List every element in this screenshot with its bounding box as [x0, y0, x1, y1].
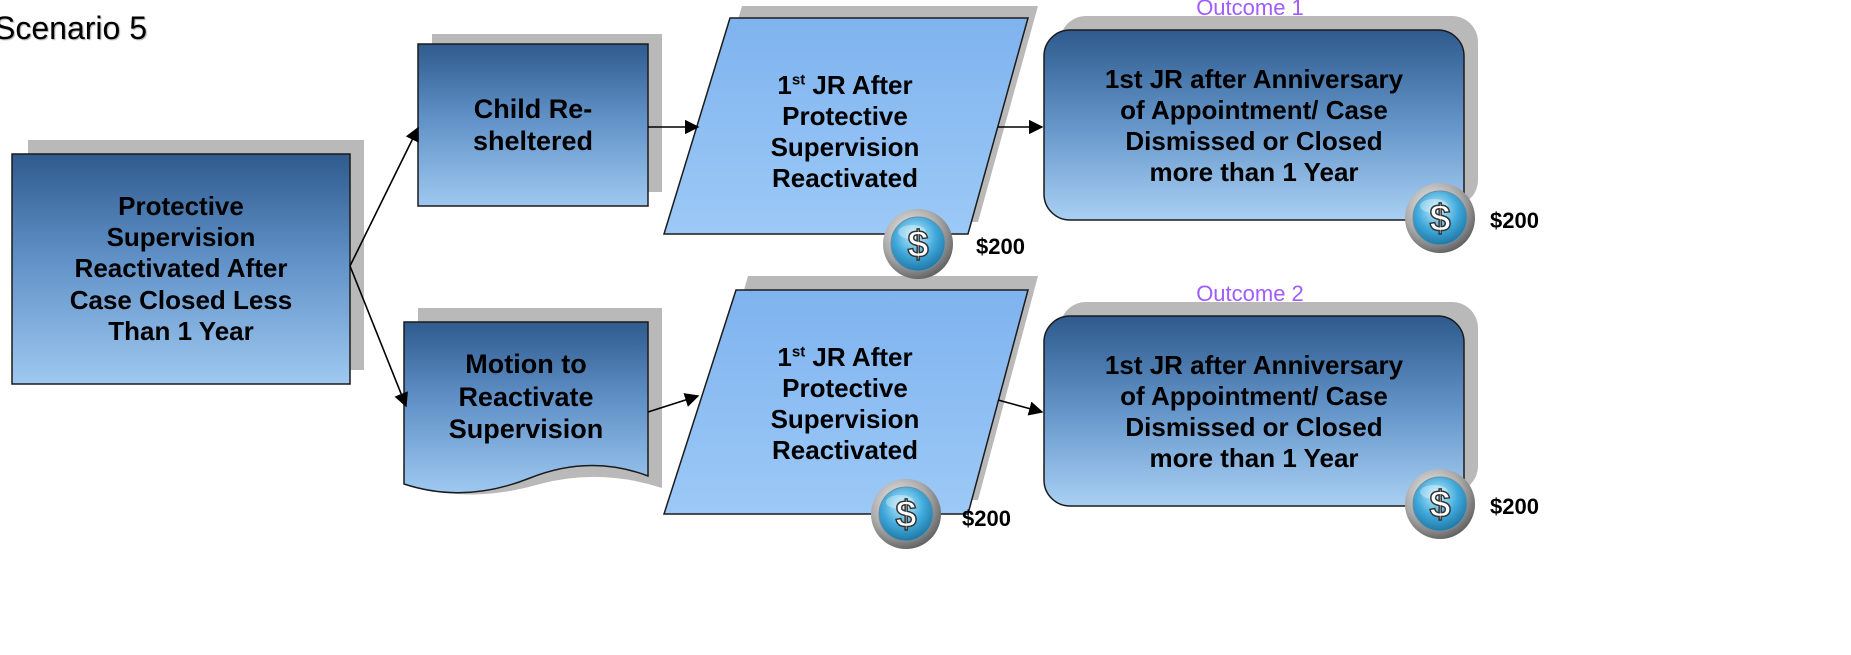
bottom-jr-parallelogram [662, 276, 1038, 515]
start-box [11, 140, 364, 385]
top-jr-line: Protective [782, 100, 908, 131]
top-jr-price: $200 [976, 234, 1025, 259]
arrow-start-to-top [349, 126, 419, 267]
bottom-event-box [403, 308, 662, 495]
top-jr-line: Supervision [770, 132, 920, 162]
top-jr-text: 1st JR After Protective Supervision Reac… [700, 48, 990, 216]
start-line: Reactivated After [74, 253, 288, 284]
top-outcome-line: Dismissed or Closed [1125, 126, 1383, 156]
bottom-jr-line: Protective [782, 372, 908, 403]
svg-text:$: $ [1429, 484, 1450, 526]
bottom-outcome-line: Dismissed or Closed [1125, 412, 1383, 442]
start-line: Case Closed Less [69, 284, 293, 315]
top-outcome-line: 1st JR after Anniversary [1104, 63, 1404, 94]
connectors [349, 119, 1044, 416]
top-outcome-price: $200 [1490, 208, 1539, 233]
dollar-coin-icon: $ [871, 479, 941, 549]
bottom-outcome-line: of Appointment/ Case [1120, 380, 1388, 411]
top-event-line: sheltered [472, 126, 594, 156]
bottom-event-line: Supervision [448, 414, 604, 445]
top-outcome-line: of Appointment/ Case [1120, 94, 1388, 125]
svg-text:$: $ [907, 224, 928, 266]
top-jr-first-line: 1st JR After [777, 69, 913, 100]
bottom-jr-line: Reactivated [772, 435, 918, 466]
start-box-text: Protective Supervision Reactivated After… [12, 154, 350, 384]
bottom-outcome-line: more than 1 Year [1149, 443, 1359, 474]
top-event-box [417, 34, 662, 207]
arrow-bottom-jr-to-outcome [997, 399, 1044, 416]
bottom-outcome-price: $200 [1490, 494, 1539, 519]
arrow-bottom-event-to-jr [647, 393, 700, 413]
svg-text:$: $ [895, 494, 916, 536]
outcome-2-label: Outcome 2 [1196, 281, 1304, 306]
scenario-title: Scenario 5 [0, 10, 147, 46]
bottom-outcome-line: 1st JR after Anniversary [1104, 349, 1404, 380]
bottom-outcome-box [1043, 302, 1478, 507]
bottom-jr-text: 1st JR After Protective Supervision Reac… [700, 320, 990, 488]
top-jr-line: Reactivated [772, 163, 918, 194]
bottom-event-text: Motion to Reactivate Supervision [404, 322, 648, 472]
top-event-line: Child Re- [473, 93, 593, 124]
arrow-start-to-bottom [349, 265, 408, 408]
bottom-outcome-text: 1st JR after Anniversary of Appointment/… [1044, 326, 1464, 498]
dollar-coin-icon: $ [1405, 469, 1475, 539]
start-line: Supervision [106, 222, 256, 253]
top-outcome-line: more than 1 Year [1149, 157, 1359, 188]
bottom-jr-price: $200 [962, 506, 1011, 531]
outcome-1-label: Outcome 1 [1196, 0, 1304, 20]
bottom-jr-line: Supervision [770, 404, 920, 434]
start-line: Protective [118, 191, 244, 222]
bottom-event-line: Motion to [465, 349, 587, 380]
svg-text:$: $ [1429, 198, 1450, 240]
top-outcome-box [1043, 16, 1478, 221]
start-line: Than 1 Year [108, 315, 254, 346]
dollar-coin-icon: $ [1405, 183, 1475, 253]
top-jr-parallelogram [662, 6, 1038, 235]
top-event-text: Child Re- sheltered [418, 44, 648, 206]
dollar-coin-icon: $ [883, 209, 953, 279]
top-outcome-text: 1st JR after Anniversary of Appointment/… [1044, 40, 1464, 212]
bottom-event-line: Reactivate [458, 381, 594, 412]
bottom-jr-first-line: 1st JR After [777, 341, 913, 372]
